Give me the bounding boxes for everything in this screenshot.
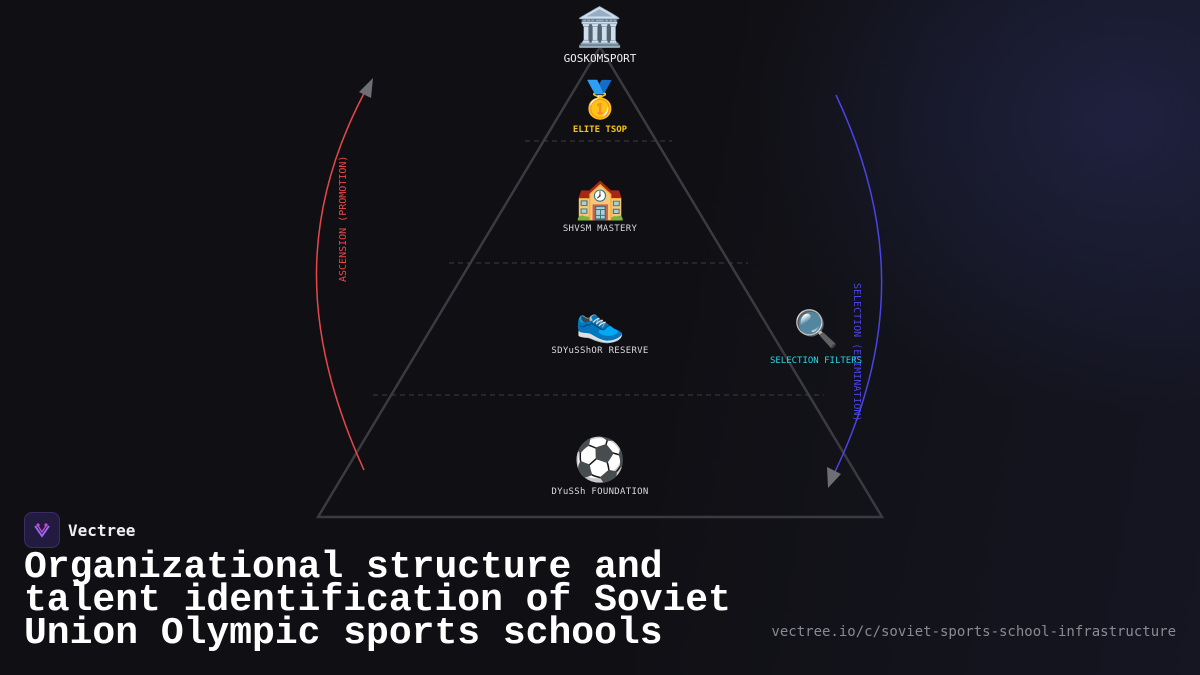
vectree-logo-icon: [24, 512, 60, 548]
soccer-ball-icon: ⚽: [572, 435, 626, 484]
ascension-label: ASCENSION (PROMOTION): [338, 156, 349, 282]
tier-label-elite: ELITE TSOP: [573, 125, 628, 135]
source-url: vectree.io/c/soviet-sports-school-infras…: [771, 624, 1176, 640]
apex-label: GOSKOMSPORT: [564, 52, 637, 65]
tier-label-foundation: DYuSSh FOUNDATION: [551, 487, 648, 497]
magnifier-icon: 🔍: [794, 306, 839, 350]
brand-name: Vectree: [68, 520, 136, 540]
selection-arrowhead: [827, 467, 841, 488]
tier-label-mastery: SHVSM MASTERY: [563, 224, 638, 234]
page-title: Organizational structure and talent iden…: [24, 546, 731, 655]
tier-label-reserve: SDYuSShOR RESERVE: [551, 346, 648, 356]
pyramid-outline: [315, 44, 885, 519]
selection-label: SELECTION (ELIMINATION): [851, 283, 862, 421]
school-icon: 🏫: [575, 176, 625, 222]
selection-arrow: [831, 94, 883, 479]
selection-filters-label: SELECTION FILTERS: [770, 356, 862, 366]
ascension-arrow: [315, 85, 369, 471]
government-building-icon: 🏛️: [576, 5, 623, 49]
ascension-arrowhead: [359, 78, 373, 98]
brand: Vectree: [24, 512, 135, 548]
medal-icon: 🥇: [578, 79, 623, 121]
running-shoe-icon: 👟: [575, 299, 625, 345]
